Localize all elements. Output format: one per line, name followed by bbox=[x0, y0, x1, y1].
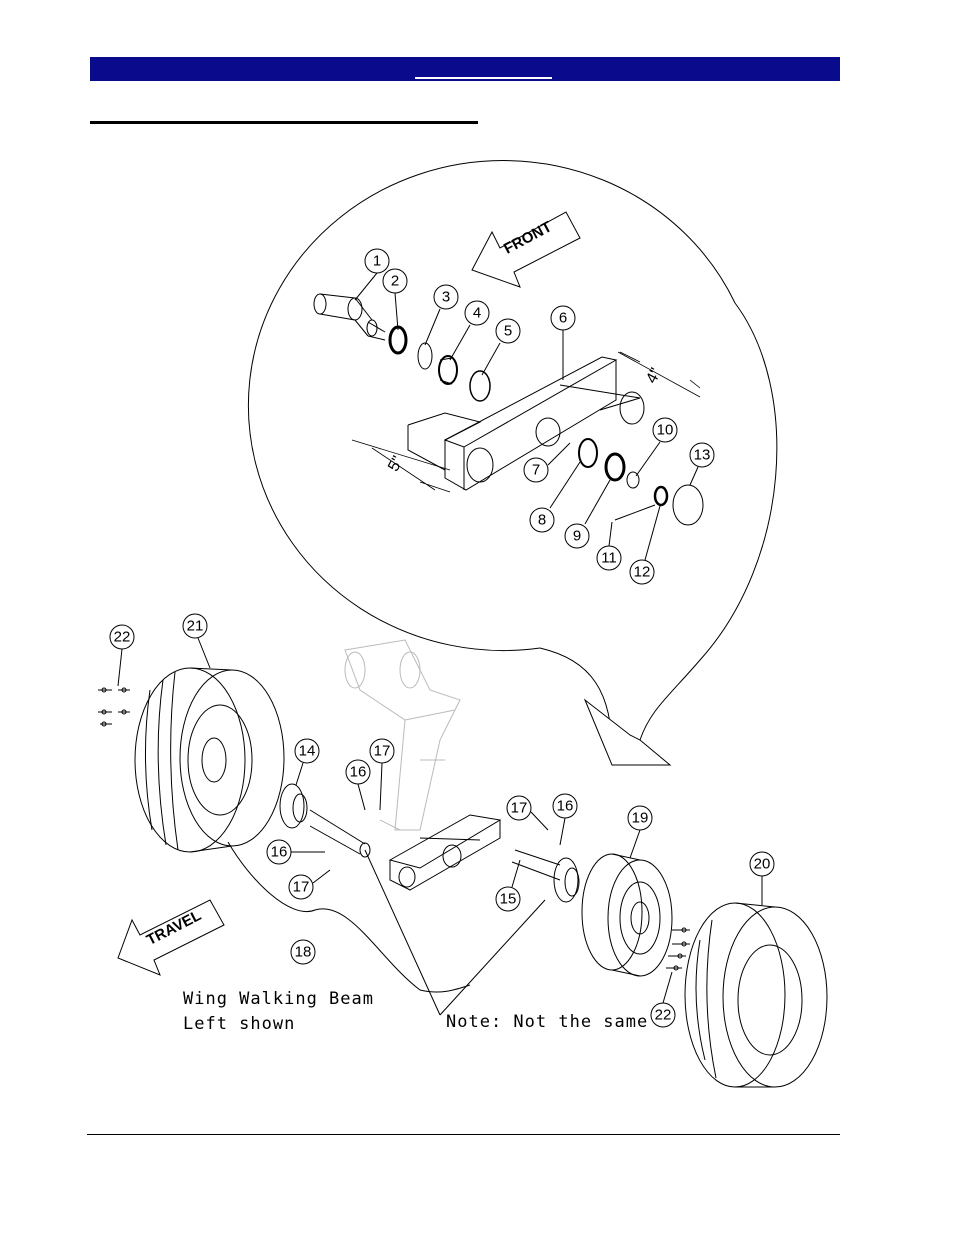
callout-5: 5 bbox=[504, 323, 512, 340]
detail-sweep-inner bbox=[540, 648, 612, 765]
part-cup-8 bbox=[579, 439, 597, 467]
part-spindle bbox=[314, 294, 385, 340]
note-text: Note: Not the same bbox=[446, 1012, 648, 1032]
part-cup-inner bbox=[418, 343, 432, 369]
dimension-5in-label: 5" bbox=[385, 453, 407, 474]
callout-15: 15 bbox=[500, 891, 517, 908]
callout-4: 4 bbox=[473, 305, 481, 322]
callout-20: 20 bbox=[754, 856, 771, 873]
part-hub-left bbox=[280, 784, 307, 828]
part-tire-right bbox=[685, 903, 827, 1087]
part-dust-cap bbox=[673, 485, 703, 525]
callout-11: 11 bbox=[601, 550, 617, 567]
callout-21: 21 bbox=[187, 618, 204, 635]
note-leader-right bbox=[440, 900, 545, 1015]
callout-22-a: 22 bbox=[114, 629, 131, 646]
detail-arrowhead bbox=[585, 700, 670, 765]
callout-13: 13 bbox=[694, 447, 711, 464]
callout-19: 19 bbox=[632, 810, 649, 827]
part-lower-beam bbox=[390, 815, 500, 890]
callout-17-b: 17 bbox=[293, 879, 310, 896]
callout-2: 2 bbox=[391, 273, 399, 290]
callout-1: 1 bbox=[373, 253, 381, 270]
callout-22-b: 22 bbox=[655, 1007, 672, 1024]
part-cone-inner bbox=[439, 356, 457, 384]
callout-10: 10 bbox=[657, 422, 674, 439]
part-rim-right bbox=[582, 854, 672, 976]
detail-sweep-outer bbox=[640, 303, 777, 740]
part-cone-9 bbox=[606, 454, 624, 480]
part-spindle-right bbox=[512, 850, 560, 880]
part-cup-outer bbox=[470, 371, 490, 401]
part-walking-beam bbox=[408, 357, 644, 490]
callout-16-b: 16 bbox=[271, 844, 288, 861]
callout-18: 18 bbox=[295, 944, 312, 961]
part-tire-left bbox=[135, 668, 284, 852]
part-cotter-pin bbox=[615, 505, 655, 520]
callout-17-a: 17 bbox=[374, 743, 391, 760]
part-hub-right bbox=[554, 858, 579, 902]
callout-3: 3 bbox=[442, 289, 450, 306]
note-leader-left bbox=[365, 850, 440, 1015]
bracket-18 bbox=[228, 842, 470, 992]
callout-9: 9 bbox=[573, 528, 581, 545]
callout-14: 14 bbox=[299, 743, 316, 760]
callout-16-a: 16 bbox=[350, 764, 367, 781]
callout-7: 7 bbox=[532, 462, 540, 479]
callout-6: 6 bbox=[559, 310, 567, 327]
caption-line-1: Wing Walking Beam bbox=[183, 989, 374, 1009]
callout-12: 12 bbox=[634, 564, 651, 581]
caption-line-2: Left shown bbox=[183, 1014, 295, 1034]
part-seal bbox=[390, 327, 406, 353]
part-spindle-left bbox=[310, 810, 365, 854]
part-lug-bolts-right bbox=[666, 928, 690, 970]
callout-8: 8 bbox=[538, 512, 546, 529]
part-lug-bolts-left bbox=[98, 688, 130, 726]
callout-16-c: 16 bbox=[557, 798, 574, 815]
part-nut bbox=[655, 487, 667, 505]
dimension-4in-label: 4" bbox=[643, 365, 665, 386]
front-arrow bbox=[472, 212, 580, 287]
callout-17-c: 17 bbox=[511, 800, 528, 817]
